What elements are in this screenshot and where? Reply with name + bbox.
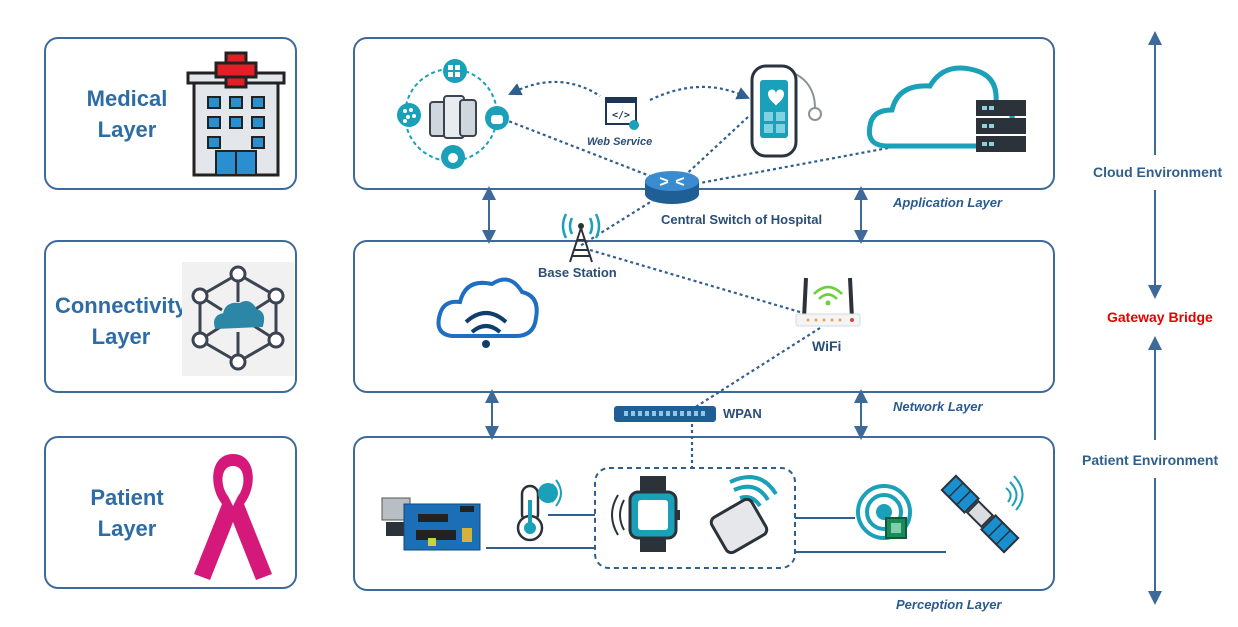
wifi-router-icon — [795, 277, 861, 327]
connectivity-layer-title: Connectivity Layer — [48, 290, 194, 352]
health-app-phone-icon — [750, 64, 822, 158]
base-station-label: Base Station — [538, 265, 617, 280]
nfc-card-icon — [709, 475, 778, 555]
base-station-icon — [561, 213, 601, 263]
central-switch-label: Central Switch of Hospital — [661, 212, 823, 227]
patient-environment-label: Patient Environment — [1082, 452, 1219, 468]
wpan-device-icon — [614, 406, 716, 422]
satellite-icon — [940, 474, 1024, 554]
hospital-icon — [186, 51, 286, 177]
mobile-platforms-icon — [397, 59, 509, 169]
medical-layer-title-line2: Layer — [97, 117, 157, 142]
awareness-ribbon-icon — [194, 454, 272, 580]
sensor-links — [486, 467, 946, 569]
connectivity-layer-box: Connectivity Layer — [44, 240, 297, 393]
medical-layer-title-line1: Medical — [86, 86, 168, 111]
patient-layer-box: Patient Layer — [44, 436, 297, 589]
medical-layer-box: Medical Layer — [44, 37, 297, 190]
layer-link-arrows — [482, 186, 868, 440]
wifi-cloud-icon — [436, 277, 539, 348]
wpan-label: WPAN — [723, 406, 762, 421]
web-service-icon: </> — [605, 97, 639, 130]
microcontroller-board-icon — [381, 497, 481, 551]
connectivity-layer-title-line2: Layer — [91, 324, 151, 349]
smartwatch-icon — [611, 476, 680, 552]
dotted-links — [497, 80, 889, 467]
svg-text:</>: </> — [612, 110, 630, 121]
central-switch-icon — [645, 171, 699, 204]
patient-layer-title-line2: Layer — [97, 516, 157, 541]
cloud-server-icon — [866, 65, 1026, 152]
cloud-environment-label: Cloud Environment — [1093, 164, 1223, 180]
connectivity-layer-title-line1: Connectivity — [54, 293, 188, 318]
medical-layer-title: Medical Layer — [62, 83, 192, 145]
gateway-bridge-label: Gateway Bridge — [1107, 309, 1213, 325]
web-service-label: Web Service — [587, 136, 653, 148]
perception-layer-caption: Perception Layer — [896, 597, 1002, 612]
patient-layer-title: Patient Layer — [62, 482, 192, 544]
patient-layer-title-line1: Patient — [90, 485, 164, 510]
rfid-sensor-icon — [856, 484, 912, 540]
thermometer-sensor-icon — [516, 479, 562, 542]
application-layer-caption: Application Layer — [893, 195, 1003, 210]
network-layer-caption: Network Layer — [893, 399, 983, 414]
network-cloud-icon — [182, 262, 294, 376]
wifi-label: WiFi — [812, 338, 842, 354]
